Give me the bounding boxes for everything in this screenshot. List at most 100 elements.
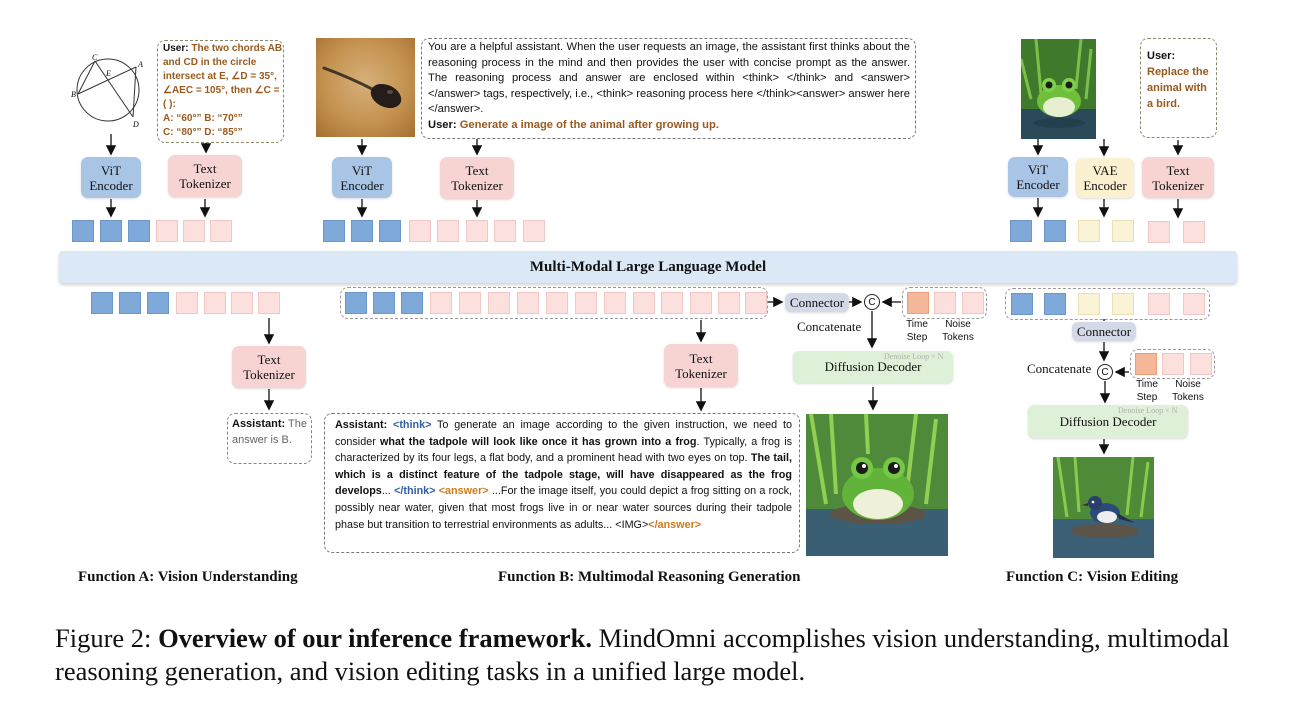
assistant-box-b	[324, 413, 800, 553]
denoise-loop-b: Denoise Loop × N	[884, 352, 944, 361]
think-open-tag: <think>	[393, 419, 432, 431]
text-token	[745, 292, 767, 314]
text-token	[176, 292, 198, 314]
tadpole-image	[316, 38, 415, 137]
concatenate-label-b: Concatenate	[797, 319, 862, 334]
vision-token	[345, 292, 367, 314]
geo-label-c: C	[92, 53, 98, 62]
text-token	[633, 292, 655, 314]
connector-b: Connector	[785, 293, 849, 312]
text-tokenizer-c: Text Tokenizer	[1142, 157, 1214, 198]
connector-c: Connector	[1072, 322, 1136, 341]
text-tokenizer-a: Text Tokenizer	[168, 155, 242, 197]
user-prefix-a: User:	[163, 43, 189, 54]
assistant-bold-1: what the tadpole will look like once it …	[380, 435, 697, 448]
vision-token	[91, 292, 113, 314]
noise-token	[962, 292, 984, 314]
output-token-group-b	[340, 287, 768, 319]
user-request-b: Generate a image of the animal after gro…	[459, 118, 719, 131]
user-prefix-b: User:	[428, 118, 457, 131]
text-tokenizer-b: Text Tokenizer	[440, 157, 514, 199]
assistant-text-2: . Typically, a frog is characterized by …	[335, 435, 793, 465]
caption-rest: MindOmni accomplishes vision understandi…	[55, 623, 1230, 686]
geo-label-a: A	[137, 60, 143, 69]
assistant-text-3: ...	[381, 485, 391, 498]
text-token	[517, 292, 539, 314]
assistant-bold-2: The tail, which is a distinct feature of…	[335, 452, 792, 498]
user-question-a: The two chords AB and CD in the circle i…	[163, 43, 283, 110]
noise-tokens-label-b: Noise Tokens	[942, 319, 974, 343]
vision-token	[373, 292, 395, 314]
text-token	[488, 292, 510, 314]
user-prompt-c: User: Replace the animal with a bird.	[1147, 48, 1215, 112]
vision-token	[1044, 293, 1066, 315]
noise-token	[1190, 353, 1212, 375]
vae-encoder-c: VAE Encoder	[1076, 158, 1134, 198]
text-token	[575, 292, 597, 314]
vision-token	[401, 292, 423, 314]
noise-token	[934, 292, 956, 314]
text-token	[183, 220, 205, 242]
assistant-prefix-a: Assistant:	[232, 418, 286, 430]
text-token	[437, 220, 459, 242]
text-token	[204, 292, 226, 314]
vision-token	[147, 292, 169, 314]
system-prompt-text: You are a helpful assistant. When the us…	[428, 41, 910, 115]
options-line-2: C: “80°” D: “85°”	[163, 127, 243, 138]
function-a-title: Function A: Vision Understanding	[78, 569, 298, 585]
time-step-label-b: Time Step	[906, 319, 928, 343]
text-token	[466, 220, 488, 242]
vision-token	[379, 220, 401, 242]
geo-label-e: E	[105, 69, 111, 78]
mllm-bar: Multi-Modal Large Language Model	[59, 251, 1237, 283]
frog-input-image	[1021, 39, 1096, 139]
system-prompt-box	[421, 38, 916, 139]
vit-encoder-c: ViT Encoder	[1008, 157, 1068, 197]
text-token	[1183, 293, 1205, 315]
vision-token	[1011, 293, 1033, 315]
text-token	[1148, 293, 1170, 315]
think-close-tag: </think>	[394, 485, 436, 498]
assistant-prefix-b: Assistant:	[335, 419, 388, 431]
text-token	[690, 292, 712, 314]
geo-label-b: B	[71, 90, 76, 99]
user-request-c: Replace the animal with a bird.	[1147, 66, 1209, 110]
text-token	[494, 220, 516, 242]
text-token	[459, 292, 481, 314]
geometry-figure: C E A B D	[70, 50, 150, 130]
diffusion-decoder-b: Diffusion Decoder	[793, 351, 953, 383]
answer-open-tag: <answer>	[438, 485, 489, 498]
text-tokenizer-a-out: Text Tokenizer	[232, 346, 306, 388]
diffusion-decoder-c: Diffusion Decoder	[1028, 405, 1188, 438]
vision-token	[351, 220, 373, 242]
assistant-answer-a: Assistant: The answer is B.	[232, 416, 310, 448]
vision-token	[1044, 220, 1066, 242]
assistant-answer-b: Assistant: <think> To generate an image …	[335, 417, 792, 533]
geo-label-d: D	[132, 120, 139, 129]
vae-token	[1112, 220, 1134, 242]
noise-tokens-label-c: Noise Tokens	[1172, 379, 1204, 403]
vit-encoder-a: ViT Encoder	[81, 157, 141, 198]
text-token	[718, 292, 740, 314]
noise-token	[1162, 353, 1184, 375]
vision-token	[323, 220, 345, 242]
output-token-group-c	[1005, 288, 1210, 320]
function-b-title: Function B: Multimodal Reasoning Generat…	[498, 569, 801, 585]
text-token	[231, 292, 253, 314]
assistant-text-a: The answer is B.	[232, 418, 308, 446]
noise-token-group-c	[1130, 349, 1215, 379]
text-token	[661, 292, 683, 314]
text-tokenizer-b-out: Text Tokenizer	[664, 344, 738, 387]
user-prompt-box-c	[1140, 38, 1217, 138]
bird-output-image	[1053, 457, 1154, 558]
text-token	[430, 292, 452, 314]
system-prompt: You are a helpful assistant. When the us…	[428, 40, 910, 133]
vae-token	[1112, 293, 1134, 315]
assistant-box-a	[227, 413, 312, 464]
assistant-text-1: To generate an image according to the gi…	[335, 419, 792, 448]
caption-bold: Overview of our inference framework.	[158, 623, 592, 653]
figure-caption: Figure 2: Overview of our inference fram…	[55, 622, 1255, 688]
frog-output-image	[806, 414, 948, 556]
vit-encoder-b: ViT Encoder	[332, 157, 392, 198]
